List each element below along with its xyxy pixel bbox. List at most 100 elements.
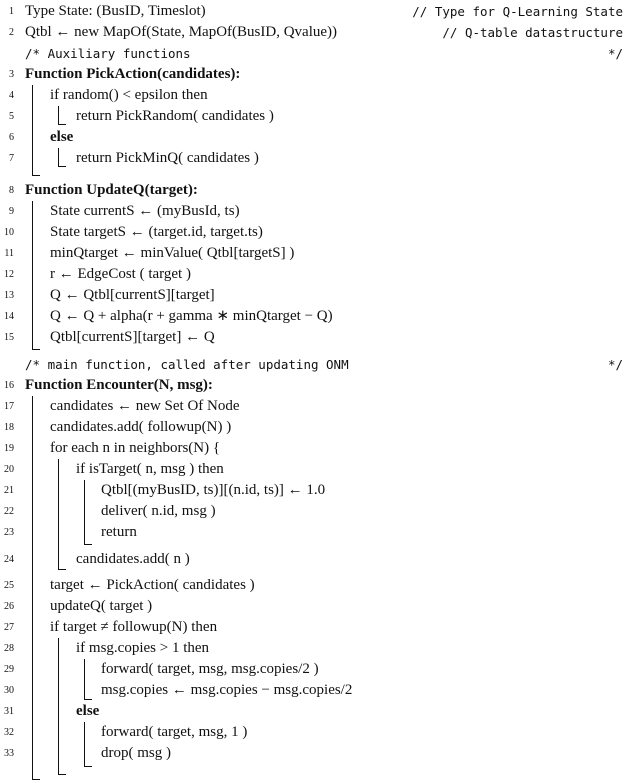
algorithm-line: 31 else	[0, 701, 631, 722]
line-code: Function UpdateQ(target):	[25, 182, 198, 198]
line-code: candidates.add( followup(N) )	[50, 419, 232, 435]
line-code: else	[76, 703, 100, 719]
line-code: Q ← Qtbl[currentS][target]	[50, 287, 215, 303]
line-number: 2	[9, 27, 14, 38]
block-rule	[58, 459, 59, 569]
line-code: target ← PickAction( candidates )	[50, 577, 255, 593]
line-code: else	[50, 129, 74, 145]
block-rule	[84, 699, 92, 700]
block-rule	[32, 175, 40, 176]
line-number: 29	[4, 664, 14, 675]
algorithm-line: 5 return PickRandom( candidates )	[0, 106, 631, 127]
algorithm-line: 16 Function Encounter(N, msg):	[0, 375, 631, 396]
line-comment: */	[607, 46, 623, 61]
line-number: 11	[4, 248, 14, 259]
block-rule	[58, 106, 59, 124]
line-code: /* main function, called after updating …	[25, 357, 349, 372]
block-rule	[32, 85, 33, 175]
algorithm-line: 18 candidates.add( followup(N) )	[0, 417, 631, 438]
line-code: candidates.add( n )	[76, 551, 190, 567]
algorithm-line: 25 target ← PickAction( candidates )	[0, 575, 631, 596]
line-code: /* Auxiliary functions	[25, 46, 191, 61]
line-number: 1	[9, 6, 14, 17]
block-rule	[84, 480, 85, 544]
algorithm-line: 3 Function PickAction(candidates):	[0, 64, 631, 85]
line-number: 12	[4, 269, 14, 280]
block-rule	[84, 659, 85, 699]
line-comment: // Type for Q-Learning State	[412, 4, 623, 19]
algorithm-line: 9 State currentS ← (myBusId, ts)	[0, 201, 631, 222]
line-code: if target ≠ followup(N) then	[50, 619, 218, 635]
line-number: 23	[4, 527, 14, 538]
block-rule	[58, 166, 66, 167]
line-number: 8	[9, 185, 14, 196]
line-code: forward( target, msg, 1 )	[101, 724, 248, 740]
line-code: return	[101, 524, 137, 540]
line-code: if isTarget( n, msg ) then	[76, 461, 224, 477]
line-number: 9	[9, 206, 14, 217]
line-code: Function PickAction(candidates):	[25, 66, 241, 82]
line-number: 19	[4, 443, 14, 454]
line-number: 30	[4, 685, 14, 696]
algorithm-comment-line: /* Auxiliary functions */	[0, 43, 631, 64]
block-rule	[58, 569, 66, 570]
algorithm-line: 11 minQtarget ← minValue( Qtbl[targetS] …	[0, 243, 631, 264]
line-code: State currentS ← (myBusId, ts)	[50, 203, 240, 219]
line-number: 3	[9, 69, 14, 80]
block-rule	[32, 396, 33, 779]
line-number: 6	[9, 132, 14, 143]
algorithm-line: 22 deliver( n.id, msg )	[0, 501, 631, 522]
line-code: Q ← Q + alpha(r + gamma ∗ minQtarget − Q…	[50, 308, 333, 324]
block-rule	[32, 201, 33, 349]
line-code: Qtbl[currentS][target] ← Q	[50, 329, 215, 345]
line-code: return PickRandom( candidates )	[76, 108, 274, 124]
line-code: for each n in neighbors(N) {	[50, 440, 221, 456]
line-number: 17	[4, 401, 14, 412]
line-number: 7	[9, 153, 14, 164]
line-number: 20	[4, 464, 14, 475]
algorithm-line: 32 forward( target, msg, 1 )	[0, 722, 631, 743]
line-code: r ← EdgeCost ( target )	[50, 266, 191, 282]
algorithm-line: 26 updateQ( target )	[0, 596, 631, 617]
line-number: 10	[4, 227, 14, 238]
algorithm-line: 30 msg.copies ← msg.copies − msg.copies/…	[0, 680, 631, 701]
line-code: drop( msg )	[101, 745, 171, 761]
line-number: 25	[4, 580, 14, 591]
line-code: minQtarget ← minValue( Qtbl[targetS] )	[50, 245, 295, 261]
block-rule	[32, 779, 40, 780]
algorithm-line: 20 if isTarget( n, msg ) then	[0, 459, 631, 480]
algorithm-line: 2 Qtbl ← new MapOf(State, MapOf(BusID, Q…	[0, 22, 631, 43]
line-number: 31	[4, 706, 14, 717]
algorithm-line: 6 else	[0, 127, 631, 148]
algorithm-line: 13 Q ← Qtbl[currentS][target]	[0, 285, 631, 306]
line-number: 26	[4, 601, 14, 612]
line-code: Type State: (BusID, Timeslot)	[25, 3, 206, 19]
algorithm-line: 10 State targetS ← (target.id, target.ts…	[0, 222, 631, 243]
line-number: 4	[9, 90, 14, 101]
algorithm-line: 23 return	[0, 522, 631, 543]
block-rule	[84, 722, 85, 766]
line-number: 18	[4, 422, 14, 433]
line-number: 33	[4, 748, 14, 759]
line-code: forward( target, msg, msg.copies/2 )	[101, 661, 319, 677]
algorithm-comment-line: /* main function, called after updating …	[0, 354, 631, 375]
algorithm-line: 8 Function UpdateQ(target):	[0, 180, 631, 201]
algorithm-line: 33 drop( msg )	[0, 743, 631, 764]
algorithm-line: 7 return PickMinQ( candidates )	[0, 148, 631, 169]
block-rule	[84, 544, 92, 545]
algorithm-line: 14 Q ← Q + alpha(r + gamma ∗ minQtarget …	[0, 306, 631, 327]
line-code: Function Encounter(N, msg):	[25, 377, 213, 393]
algorithm-line: 4 if random() < epsilon then	[0, 85, 631, 106]
line-code: deliver( n.id, msg )	[101, 503, 216, 519]
algorithm-line: 27 if target ≠ followup(N) then	[0, 617, 631, 638]
algorithm-line: 29 forward( target, msg, msg.copies/2 )	[0, 659, 631, 680]
block-rule	[58, 774, 66, 775]
line-comment: // Q-table datastructure	[442, 25, 623, 40]
line-code: return PickMinQ( candidates )	[76, 150, 259, 166]
algorithm-line: 24 candidates.add( n )	[0, 549, 631, 570]
block-rule	[58, 124, 66, 125]
line-number: 14	[4, 311, 14, 322]
line-number: 24	[4, 554, 14, 565]
algorithm-line: 21 Qtbl[(myBusID, ts)][(n.id, ts)] ← 1.0	[0, 480, 631, 501]
line-code: Qtbl[(myBusID, ts)][(n.id, ts)] ← 1.0	[101, 482, 326, 498]
